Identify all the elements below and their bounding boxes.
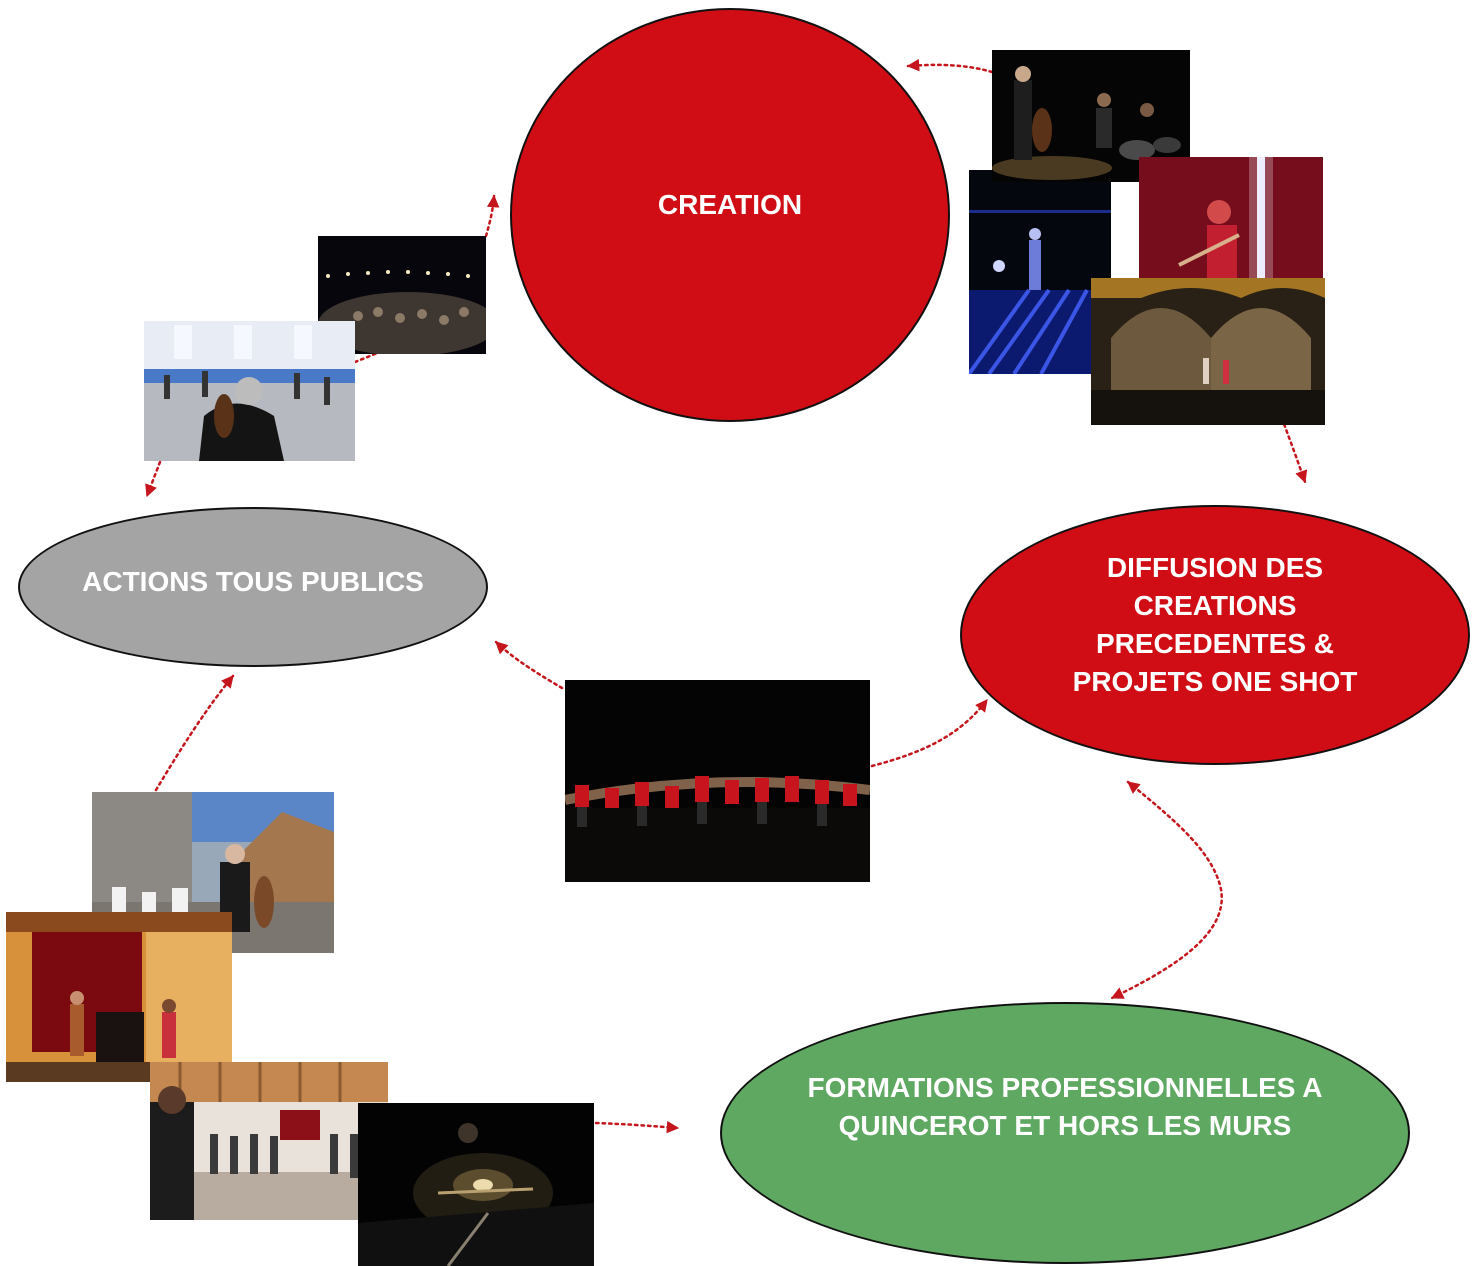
photo-piano-room [6,912,232,1082]
arrow-photos-to-creation-left [484,194,500,238]
node-diffusion: DIFFUSION DES CREATIONS PRECEDENTES & PR… [960,505,1470,765]
node-formations: FORMATIONS PROFESSIONNELLES A QUINCEROT … [720,1002,1410,1264]
photo-candle-dark [358,1103,594,1266]
photo-concert-trio [992,50,1190,182]
arrow-photos-to-actions [145,460,162,498]
photo-dance-hall [144,321,355,461]
photo-dance-line [565,680,870,882]
node-actions-label: ACTIONS TOUS PUBLICS [82,566,424,597]
node-diffusion-label: DIFFUSION DES CREATIONS PRECEDENTES & PR… [1072,552,1358,697]
arrow-dance-to-diffusion [870,698,989,768]
photo-vault-hall [1091,278,1325,425]
arrow-diffusion-formations [1110,780,1223,1000]
arrow-photos-to-creation [906,58,994,74]
arrow-dance-to-actions [494,640,564,690]
arrow-candle-to-formations [594,1120,680,1134]
node-creation: CREATION [510,8,950,422]
photo-flute-red [1139,157,1323,297]
photo-workshop-room [150,1062,388,1220]
node-actions: ACTIONS TOUS PUBLICS [18,507,488,667]
node-creation-label: CREATION [657,189,803,220]
arrow-street-to-actions [154,674,235,792]
photo-blue-stage [969,170,1111,374]
node-formations-label: FORMATIONS PROFESSIONNELLES A QUINCEROT … [807,1072,1323,1141]
